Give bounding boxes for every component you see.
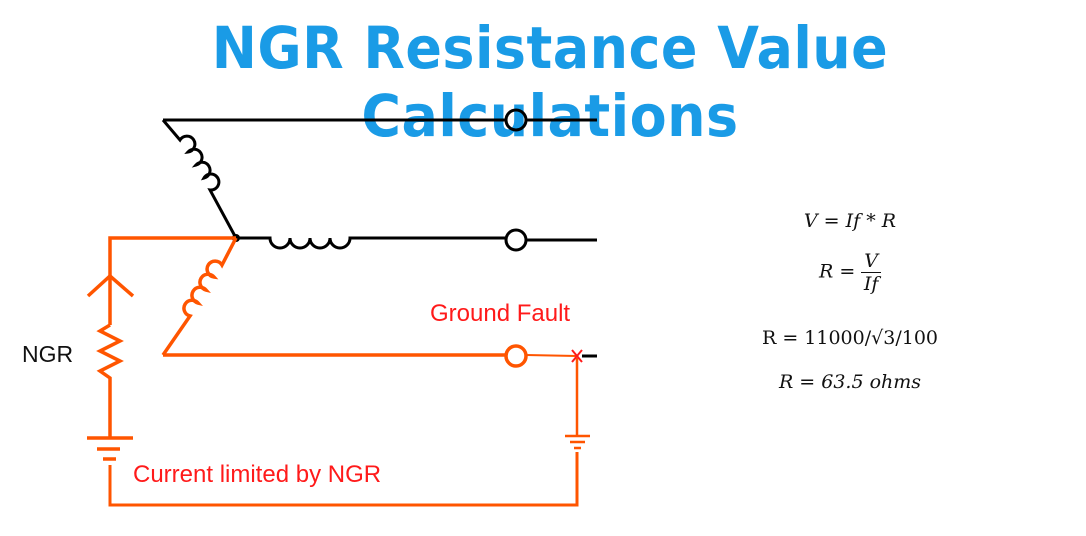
- ngr-label: NGR: [22, 341, 74, 367]
- equation-result: R = 63.5 ohms: [778, 371, 922, 393]
- neutral-wire: [108, 236, 236, 325]
- current-limited-label: Current limited by NGR: [133, 461, 382, 488]
- equation-substitution: R = 11000/√3/100: [761, 327, 938, 349]
- page-title: NGR Resistance Value Calculations: [211, 14, 889, 150]
- ground-symbol-right: [565, 358, 590, 450]
- fault-link: [525, 354, 578, 357]
- phase-b-terminal: [504, 228, 528, 252]
- return-path: [108, 452, 579, 507]
- fault-x-icon: [571, 349, 583, 363]
- ground-symbol-left: [87, 436, 133, 461]
- current-arrow: [86, 273, 135, 298]
- phase-b-wire: [236, 236, 597, 250]
- phase-a-winding: [161, 119, 238, 239]
- phase-a-terminal: [504, 108, 528, 132]
- phase-c-winding: [161, 237, 238, 356]
- ground-fault-label: Ground Fault: [430, 300, 571, 327]
- phase-c-terminal: [504, 344, 528, 368]
- ngr-resistor: [96, 323, 124, 438]
- fraction-denominator: If: [863, 273, 879, 295]
- fraction-numerator: V: [861, 250, 882, 273]
- equation-ohms-law: V = If * R: [803, 210, 897, 232]
